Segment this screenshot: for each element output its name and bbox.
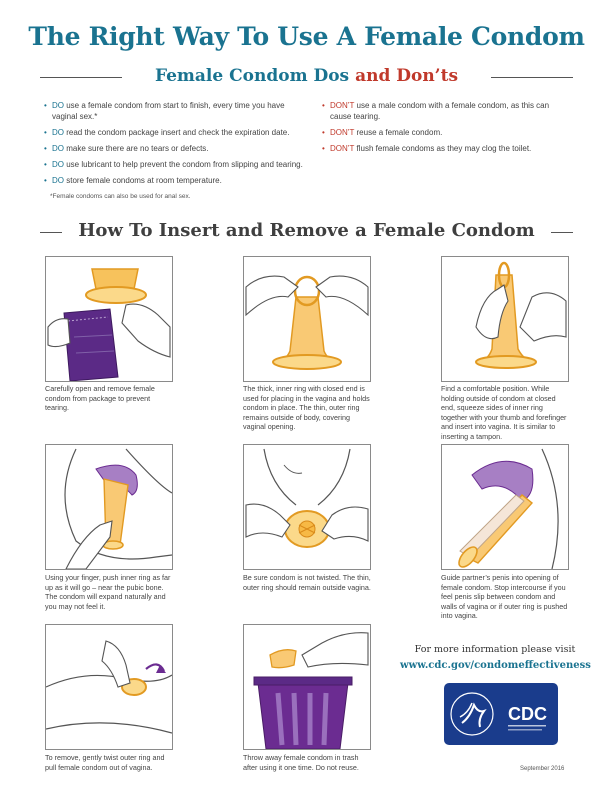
dont-text: flush female condoms as they may clog th… [354, 144, 532, 153]
cdc-link[interactable]: www.cdc.gov/condomeffectiveness [400, 660, 591, 671]
hand-shape [315, 275, 369, 317]
more-info: For more information please visit www.cd… [400, 644, 591, 671]
body-outline [46, 674, 172, 688]
do-text: store female condoms at room temperature… [64, 176, 222, 185]
do-item: • DO use a female condom from start to fi… [44, 100, 306, 122]
step-2-illustration [243, 256, 371, 382]
vaginal-canal [471, 460, 534, 502]
dos-donts-title: Female Condom Dos and Don’ts [40, 66, 573, 86]
step-3-illustration [441, 256, 569, 382]
hand-shape [301, 632, 369, 668]
dos-title: Female Condom Dos [154, 66, 350, 86]
step-7-illustration [45, 624, 173, 750]
step-8-caption: Throw away female condom in trash after … [243, 753, 359, 772]
donts-list: • DON’T use a male condom with a female c… [322, 100, 572, 159]
more-info-text: For more information please visit [414, 644, 576, 655]
bullet: • [44, 160, 47, 169]
step-8-illustration [243, 624, 371, 750]
dont-keyword: DON’T [330, 101, 355, 110]
hhs-seal-icon [450, 692, 494, 736]
step-1-caption: Carefully open and remove female condom … [45, 384, 155, 413]
step-6-illustration [441, 444, 569, 570]
cdc-logo: CDC [444, 683, 558, 745]
bullet: • [322, 101, 325, 110]
how-to-header: How To Insert and Remove a Female Condom [40, 220, 573, 246]
dont-keyword: DON’T [330, 128, 355, 137]
bullet: • [322, 128, 325, 137]
divider-line [551, 232, 573, 233]
do-keyword: DO [52, 160, 64, 169]
hand-shape [101, 640, 131, 688]
section-title: How To Insert and Remove a Female Condom [78, 220, 535, 241]
body-outline [541, 448, 559, 569]
divider-line [40, 77, 122, 78]
hand-shape [47, 318, 71, 348]
do-text: use lubricant to help prevent the condom… [64, 160, 303, 169]
do-item: • DO store female condoms at room tempera… [44, 175, 306, 186]
divider-line [40, 232, 62, 233]
outer-ring [458, 546, 478, 568]
do-text: make sure there are no tears or defects. [64, 144, 209, 153]
bullet: • [322, 144, 325, 153]
do-keyword: DO [52, 128, 64, 137]
do-item: • DO read the condom package insert and c… [44, 127, 306, 138]
bullet: • [44, 176, 47, 185]
do-item: • DO use lubricant to help prevent the co… [44, 159, 306, 170]
dont-text: use a male condom with a female condom, … [330, 101, 550, 121]
body-outline [64, 448, 172, 560]
step-6-caption: Guide partner’s penis into opening of fe… [441, 573, 568, 621]
footnote: *Female condoms can also be used for ana… [50, 193, 191, 200]
body-outline [125, 448, 172, 494]
hand-shape [321, 506, 369, 542]
step-5-illustration [243, 444, 371, 570]
page-title: The Right Way To Use A Female Condom [28, 22, 585, 51]
body-outline [263, 448, 351, 506]
bullet: • [44, 144, 47, 153]
hand-shape [121, 303, 171, 358]
do-text: read the condom package insert and check… [64, 128, 290, 137]
do-item: • DO make sure there are no tears or defe… [44, 143, 306, 154]
publication-date: September 2016 [520, 766, 565, 772]
do-keyword: DO [52, 101, 64, 110]
do-text: use a female condom from start to finish… [52, 101, 285, 121]
condom-ring [85, 286, 147, 304]
step-7-caption: To remove, gently twist outer ring and p… [45, 753, 165, 772]
hand-shape [245, 503, 291, 538]
hand-shape [519, 292, 567, 342]
step-1-illustration [45, 256, 173, 382]
step-4-illustration [45, 444, 173, 570]
dont-text: reuse a female condom. [354, 128, 443, 137]
step-4-caption: Using your finger, push inner ring as fa… [45, 573, 171, 611]
body-outline [283, 464, 303, 474]
step-3-caption: Find a comfortable position. While holdi… [441, 384, 567, 441]
divider-line [491, 77, 573, 78]
hand-shape [245, 275, 299, 317]
step-5-caption: Be sure condom is not twisted. The thin,… [243, 573, 371, 592]
dont-keyword: DON’T [330, 144, 355, 153]
dont-item: • DON’T reuse a female condom. [322, 127, 572, 138]
step-2-caption: The thick, inner ring with closed end is… [243, 384, 370, 432]
outer-ring [475, 355, 537, 369]
bullet: • [44, 101, 47, 110]
do-keyword: DO [52, 144, 64, 153]
hand-shape [475, 284, 509, 340]
bullet: • [44, 128, 47, 137]
dont-item: • DON’T flush female condoms as they may … [322, 143, 572, 154]
hand-shape [65, 520, 113, 569]
package-shape [63, 308, 119, 381]
dos-donts-header: Female Condom Dos and Don’ts [40, 66, 573, 90]
dont-item: • DON’T use a male condom with a female c… [322, 100, 572, 122]
dos-list: • DO use a female condom from start to fi… [44, 100, 306, 200]
outer-ring [272, 354, 342, 370]
donts-title: and Don’ts [355, 66, 459, 86]
body-outline [46, 722, 172, 734]
trash-can-icon [257, 682, 349, 749]
do-keyword: DO [52, 176, 64, 185]
cdc-logo-text: CDC [508, 704, 547, 724]
inner-ring [293, 275, 321, 307]
condom-shape [269, 649, 297, 669]
condom-shape [273, 296, 341, 364]
